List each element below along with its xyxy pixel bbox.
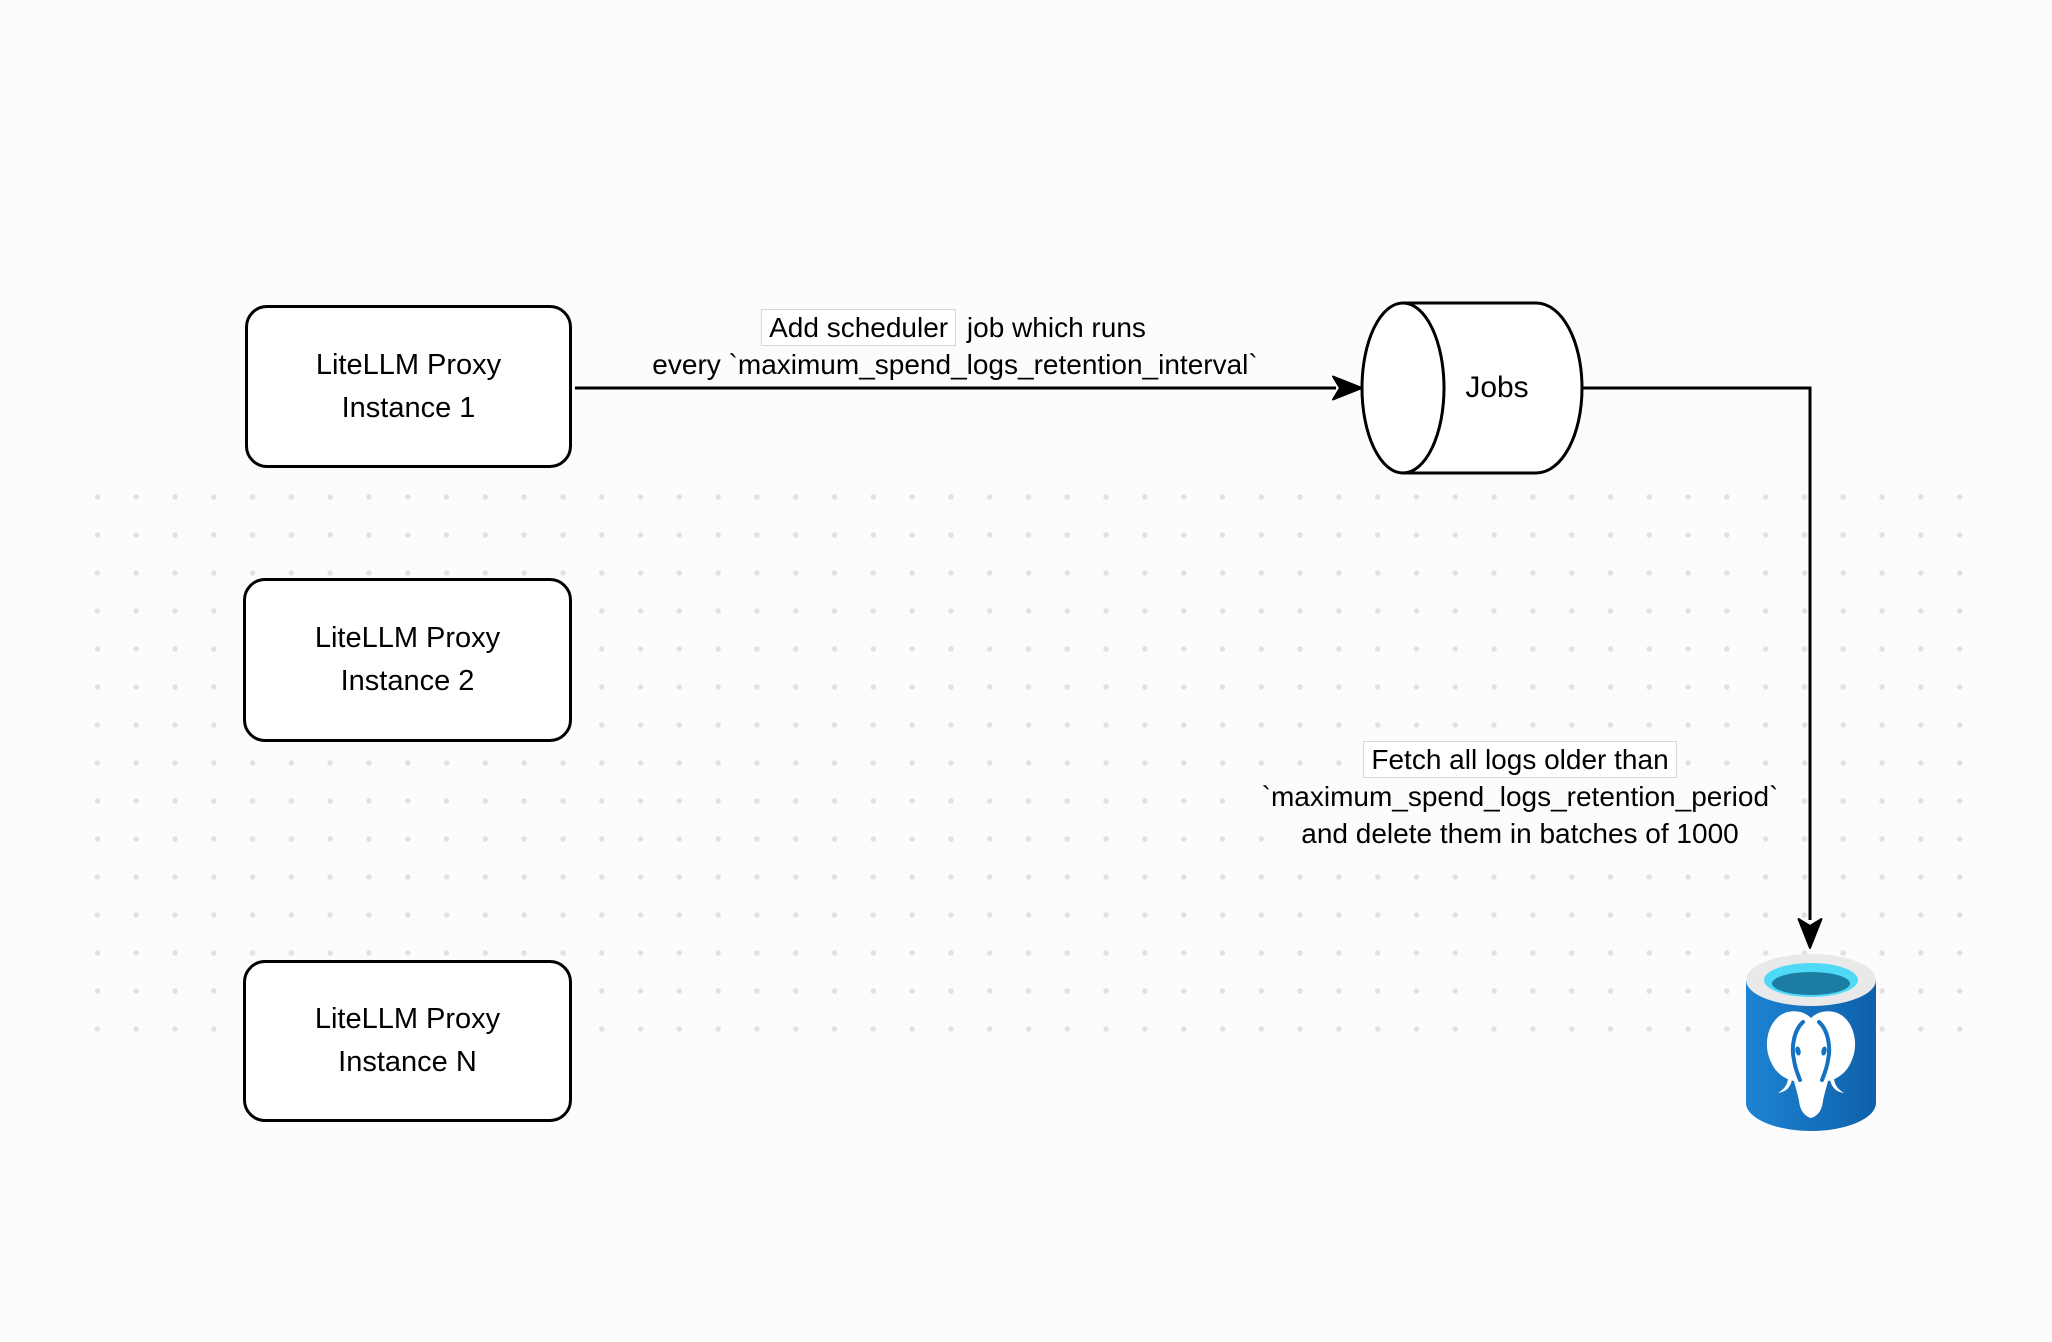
node-litellm-proxy-instance-2: LiteLLM Proxy Instance 2 [243, 578, 572, 742]
node-litellm-proxy-instance-1: LiteLLM Proxy Instance 1 [245, 305, 572, 468]
node-label-line: LiteLLM Proxy [314, 622, 501, 654]
postgresql-cylinder [1746, 954, 1876, 1131]
edge-label-line: every `maximum_spend_logs_retention_inte… [580, 346, 1330, 383]
postgresql-database-icon [1742, 952, 1880, 1132]
edge-label-line: `maximum_spend_logs_retention_period` [1220, 778, 1820, 815]
edge-label-text: `maximum_spend_logs_retention_period` [1258, 781, 1782, 812]
edge-label-text: job which runs [963, 312, 1149, 343]
edge-label-add-scheduler: Add scheduler job which runs every `maxi… [580, 309, 1330, 383]
node-label-line: LiteLLM Proxy [315, 348, 502, 381]
edge-label-text: and delete them in batches of 1000 [1298, 818, 1742, 849]
edge-label-line: and delete them in batches of 1000 [1220, 815, 1820, 852]
edge-label-fetch-delete: Fetch all logs older than `maximum_spend… [1220, 741, 1820, 852]
edge-label-text-boxed: Fetch all logs older than [1363, 741, 1677, 778]
jobs-queue-label: Jobs [1465, 371, 1529, 404]
node-litellm-proxy-instance-n: LiteLLM Proxy Instance N [243, 960, 572, 1122]
postgres-elephant [1766, 1011, 1856, 1118]
edge-label-line: Add scheduler job which runs [580, 309, 1330, 346]
node-label-line: Instance 1 [341, 391, 476, 424]
edge-label-line: Fetch all logs older than [1220, 741, 1820, 778]
edge-fetch-delete-arrow [1582, 386, 1823, 949]
node-label-line: Instance N [338, 1046, 477, 1078]
node-label-line: LiteLLM Proxy [314, 1003, 501, 1035]
edge-label-text-boxed: Add scheduler [761, 309, 957, 346]
edge-label-text: every `maximum_spend_logs_retention_inte… [649, 349, 1261, 380]
node-label-line: Instance 2 [340, 665, 475, 697]
